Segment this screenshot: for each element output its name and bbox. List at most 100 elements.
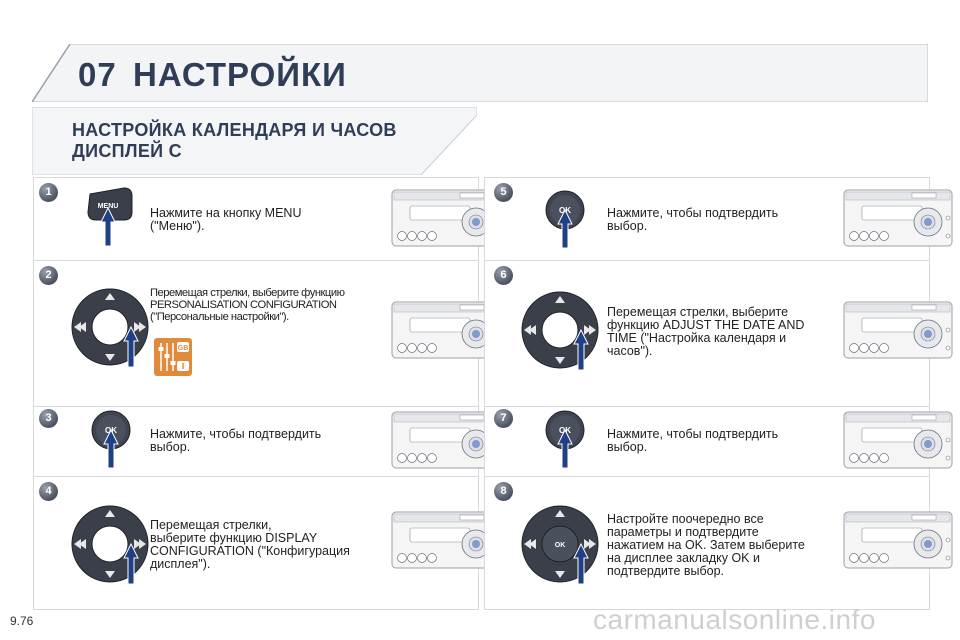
arrows-control-icon xyxy=(71,505,149,584)
right-arrow-icon xyxy=(139,539,146,549)
step-number-badge: 8 xyxy=(494,482,513,501)
radio-illustration xyxy=(391,511,501,569)
step-number-badge: 2 xyxy=(39,266,58,285)
instruction-line: Перемещая стрелки, выберите xyxy=(607,305,789,319)
instruction-line: Настройте поочередно все xyxy=(607,512,764,526)
instruction-line: Перемещая стрелки, xyxy=(150,518,272,532)
radio-unit-icon xyxy=(391,511,501,569)
down-arrow-icon xyxy=(105,354,115,361)
section-title-line-2: ДИСПЛЕЙ С xyxy=(72,141,182,161)
radio-illustration xyxy=(843,411,953,469)
chapter-title: НАСТРОЙКИ xyxy=(133,56,347,93)
press-arrow-icon xyxy=(100,206,116,247)
instruction-line: Нажмите, чтобы подтвердить xyxy=(150,427,322,441)
instruction-line: PERSONALISATION CONFIGURATION xyxy=(150,299,337,311)
radio-unit-icon xyxy=(843,301,953,359)
press-arrow-icon xyxy=(123,325,139,367)
press-arrow-icon xyxy=(573,542,589,584)
up-arrow-icon xyxy=(555,510,565,517)
press-arrow-icon xyxy=(573,328,589,370)
ok-control-icon: OK xyxy=(545,190,585,248)
radio-illustration xyxy=(391,411,501,469)
navigation-pad-icon xyxy=(71,288,149,366)
ok-control-icon: OK xyxy=(545,410,585,469)
instruction-line: параметры и подтвердите xyxy=(607,525,759,539)
instruction-line: дисплея"). xyxy=(150,557,211,571)
left-arrow-icon xyxy=(524,539,531,549)
gb-badge-label: GB xyxy=(178,345,189,352)
step-instruction: Перемещая стрелки,выберите функцию DISPL… xyxy=(150,519,350,571)
instruction-line: TIME ("Настройка календаря и xyxy=(607,331,787,345)
radio-unit-icon xyxy=(391,189,501,247)
instruction-line: Нажмите, чтобы подтвердить xyxy=(607,427,779,441)
instruction-line: выберите функцию DISPLAY xyxy=(150,531,318,545)
instruction-line: ("Персональные настройки"). xyxy=(150,311,289,323)
section-heading-box xyxy=(32,107,477,175)
section-title: НАСТРОЙКА КАЛЕНДАРЯ И ЧАСОВ ДИСПЛЕЙ С xyxy=(72,120,397,162)
press-arrow-icon xyxy=(103,428,119,469)
instruction-line: выбор. xyxy=(607,219,648,233)
radio-illustration xyxy=(391,189,501,247)
instruction-line: Нажмите на кнопку MENU xyxy=(150,206,302,220)
instruction-line: выбор. xyxy=(607,440,648,454)
radio-unit-icon xyxy=(843,411,953,469)
instruction-line: на дисплее закладку OK и xyxy=(607,551,760,565)
instruction-line: функцию ADJUST THE DATE AND xyxy=(607,318,805,332)
left-arrow-icon xyxy=(74,322,81,332)
navigation-pad-icon: OK xyxy=(521,505,599,583)
right-arrow-icon xyxy=(589,539,596,549)
radio-illustration xyxy=(843,511,953,569)
instruction-line: CONFIGURATION ("Конфигурация xyxy=(150,544,350,558)
instruction-line: подтвердите выбор. xyxy=(607,564,725,578)
instruction-line: Нажмите, чтобы подтвердить xyxy=(607,206,779,220)
step-number-badge: 4 xyxy=(39,482,58,501)
right-arrow-icon xyxy=(589,325,596,335)
menu-button-icon: MENU xyxy=(87,187,133,221)
menu-control-icon: MENU xyxy=(87,187,133,247)
arrows-control-icon xyxy=(521,291,599,370)
press-arrow-icon xyxy=(557,428,573,469)
instruction-line: выбор. xyxy=(150,440,191,454)
press-arrow-icon xyxy=(123,542,139,584)
instruction-line: ("Меню"). xyxy=(150,219,205,233)
radio-unit-icon xyxy=(391,411,501,469)
radio-unit-icon xyxy=(843,511,953,569)
up-arrow-icon xyxy=(105,510,115,517)
ok-control-icon: OK xyxy=(91,410,131,469)
arrows-ok-control-icon: OK xyxy=(521,505,599,584)
step-number-badge: 3 xyxy=(39,409,58,428)
radio-unit-icon xyxy=(843,189,953,247)
press-arrow-icon xyxy=(557,208,573,248)
navigation-pad-icon xyxy=(71,505,149,583)
navigation-pad-icon xyxy=(521,291,599,369)
step-number-badge: 7 xyxy=(494,409,513,428)
step-instruction: Нажмите на кнопку MENU("Меню"). xyxy=(150,207,301,233)
section-title-line-1: НАСТРОЙКА КАЛЕНДАРЯ И ЧАСОВ xyxy=(72,120,397,140)
svg-text:MENU: MENU xyxy=(98,203,119,210)
instruction-line: часов"). xyxy=(607,344,653,358)
right-arrow-icon xyxy=(139,322,146,332)
instruction-line: Перемещая стрелки, выберите функцию xyxy=(150,287,345,299)
left-arrow-icon xyxy=(524,325,531,335)
settings-gb-icon: GB xyxy=(154,338,192,376)
instruction-line: нажатием на OK. Затем выберите xyxy=(607,538,805,552)
page-number: 9.76 xyxy=(10,614,34,628)
radio-illustration xyxy=(843,301,953,359)
svg-text:OK: OK xyxy=(555,542,566,549)
down-arrow-icon xyxy=(555,357,565,364)
step-number-badge: 1 xyxy=(39,183,58,202)
step-number-badge: 5 xyxy=(494,183,513,202)
radio-illustration xyxy=(843,189,953,247)
up-arrow-icon xyxy=(555,296,565,303)
down-arrow-icon xyxy=(555,571,565,578)
down-arrow-icon xyxy=(105,571,115,578)
arrows-control-icon xyxy=(71,288,149,367)
step-number-badge: 6 xyxy=(494,266,513,285)
left-arrow-icon xyxy=(74,539,81,549)
